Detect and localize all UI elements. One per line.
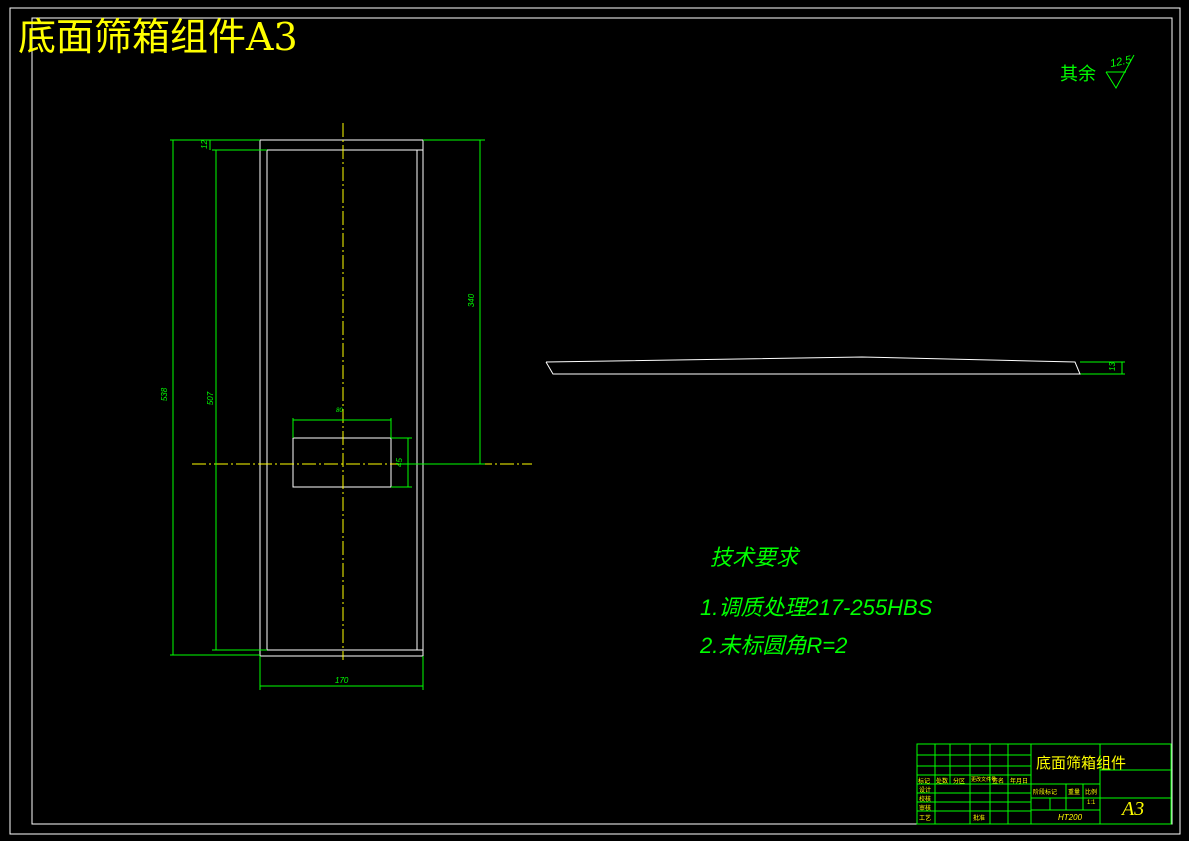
dim-170: 170: [335, 676, 349, 685]
dim-13: 13: [1107, 362, 1117, 371]
center-lines: [192, 123, 532, 660]
tb-row-process: 工艺: [919, 816, 932, 822]
title-block-material: HT200: [1058, 813, 1083, 822]
dimension-lines: [170, 139, 1125, 690]
tb-row-check: 校核: [919, 797, 932, 803]
dim-538: 538: [160, 387, 170, 402]
tb-approve: 批准: [973, 816, 986, 822]
title-block-grid: [916, 743, 1172, 825]
tb-header-2: 分区: [953, 779, 966, 785]
tb-right-header-0: 阶段标记: [1033, 790, 1058, 796]
dim-340: 340: [467, 293, 477, 308]
tb-header-0: 标记: [918, 779, 931, 785]
tech-req-heading: 技术要求: [710, 545, 799, 570]
inner-border: [31, 17, 1173, 825]
dim-80: 80: [336, 408, 343, 414]
tb-header-4: 签名: [992, 779, 1005, 785]
tech-req-item-1: 1.调质处理217-255HBS: [700, 595, 933, 620]
tech-req-item-2: 2.未标圆角R=2: [700, 633, 848, 658]
roughness-label: 其余: [1060, 64, 1096, 84]
tb-row-review: 审核: [919, 806, 932, 812]
drawing-title: 底面筛箱组件A3: [18, 15, 298, 59]
title-block-sheet-size: A3: [1122, 798, 1145, 820]
dim-12: 12: [199, 140, 209, 149]
title-block-part-name: 底面筛箱组件: [1036, 754, 1127, 772]
roughness-symbol: [1105, 54, 1135, 89]
tb-header-5: 年月日: [1010, 779, 1029, 785]
front-view: [259, 139, 424, 657]
dim-45: 45: [394, 458, 404, 467]
outer-border: [9, 7, 1181, 835]
tb-row-design: 设计: [919, 788, 932, 794]
tb-right-header-2: 比例: [1085, 790, 1098, 796]
dim-507: 507: [206, 391, 216, 406]
side-view: [545, 356, 1081, 375]
tb-header-1: 处数: [936, 779, 949, 785]
tb-header-3: 更改文件号: [971, 777, 997, 783]
tb-right-header-1: 重量: [1068, 790, 1081, 796]
title-block-scale: 1:1: [1087, 800, 1096, 806]
